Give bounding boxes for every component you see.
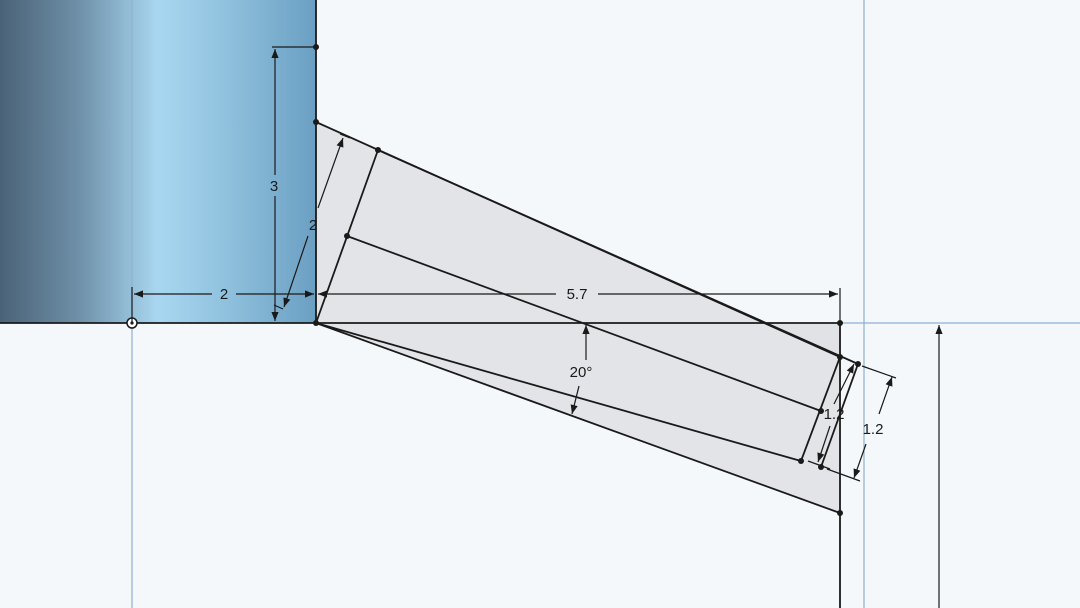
sketch-point[interactable] <box>798 458 804 464</box>
dimension-width-inner-label[interactable]: 1.2 <box>824 406 845 423</box>
dimension-line <box>317 137 344 209</box>
extension-line <box>273 304 284 310</box>
dimension-line <box>853 443 867 479</box>
bottom-slanted-line[interactable] <box>315 322 841 514</box>
dimension-line <box>878 376 893 415</box>
rectangle-top-edge[interactable] <box>377 149 859 365</box>
part-body[interactable] <box>0 0 316 323</box>
dimension-height[interactable] <box>271 46 316 321</box>
sketch-point[interactable] <box>375 147 381 153</box>
dimension-length-label[interactable]: 5.7 <box>567 286 588 303</box>
rectangle-bottom-edge[interactable] <box>315 322 802 462</box>
sketch-point[interactable] <box>313 320 319 326</box>
extension-line <box>807 460 831 470</box>
dimension-line <box>817 425 831 463</box>
dimension-offset-angled[interactable] <box>273 133 351 310</box>
extension-line <box>861 365 897 379</box>
sketch-point[interactable] <box>344 233 350 239</box>
dimension-offset-horizontal[interactable] <box>131 287 314 323</box>
extension-line <box>339 133 351 139</box>
rectangle-outer-end-edge[interactable] <box>820 363 859 468</box>
sketch-points[interactable] <box>313 44 861 516</box>
sketch-point[interactable] <box>837 354 843 360</box>
angle-arc <box>570 385 580 415</box>
extension-line <box>826 468 861 482</box>
sketch-point[interactable] <box>855 361 861 367</box>
dimension-length[interactable] <box>318 288 841 323</box>
dimension-offset-angled-label[interactable]: 2 <box>309 217 317 234</box>
dimension-height-label[interactable]: 3 <box>270 178 278 195</box>
sketch-point[interactable] <box>818 408 824 414</box>
sketch-point[interactable] <box>837 510 843 516</box>
dimension-angle[interactable] <box>570 325 590 415</box>
dimension-angle-label[interactable]: 20° <box>570 364 593 381</box>
sketch-point[interactable] <box>313 119 319 125</box>
rectangle-center-line[interactable] <box>346 235 822 412</box>
dimension-line <box>833 363 855 405</box>
dimension-width-outer-label[interactable]: 1.2 <box>863 421 884 438</box>
dimension-offset-horizontal-label[interactable]: 2 <box>220 286 228 303</box>
dimension-width-outer[interactable] <box>826 365 897 482</box>
dimension-width-inner[interactable] <box>807 363 855 470</box>
dimension-line <box>283 235 309 308</box>
